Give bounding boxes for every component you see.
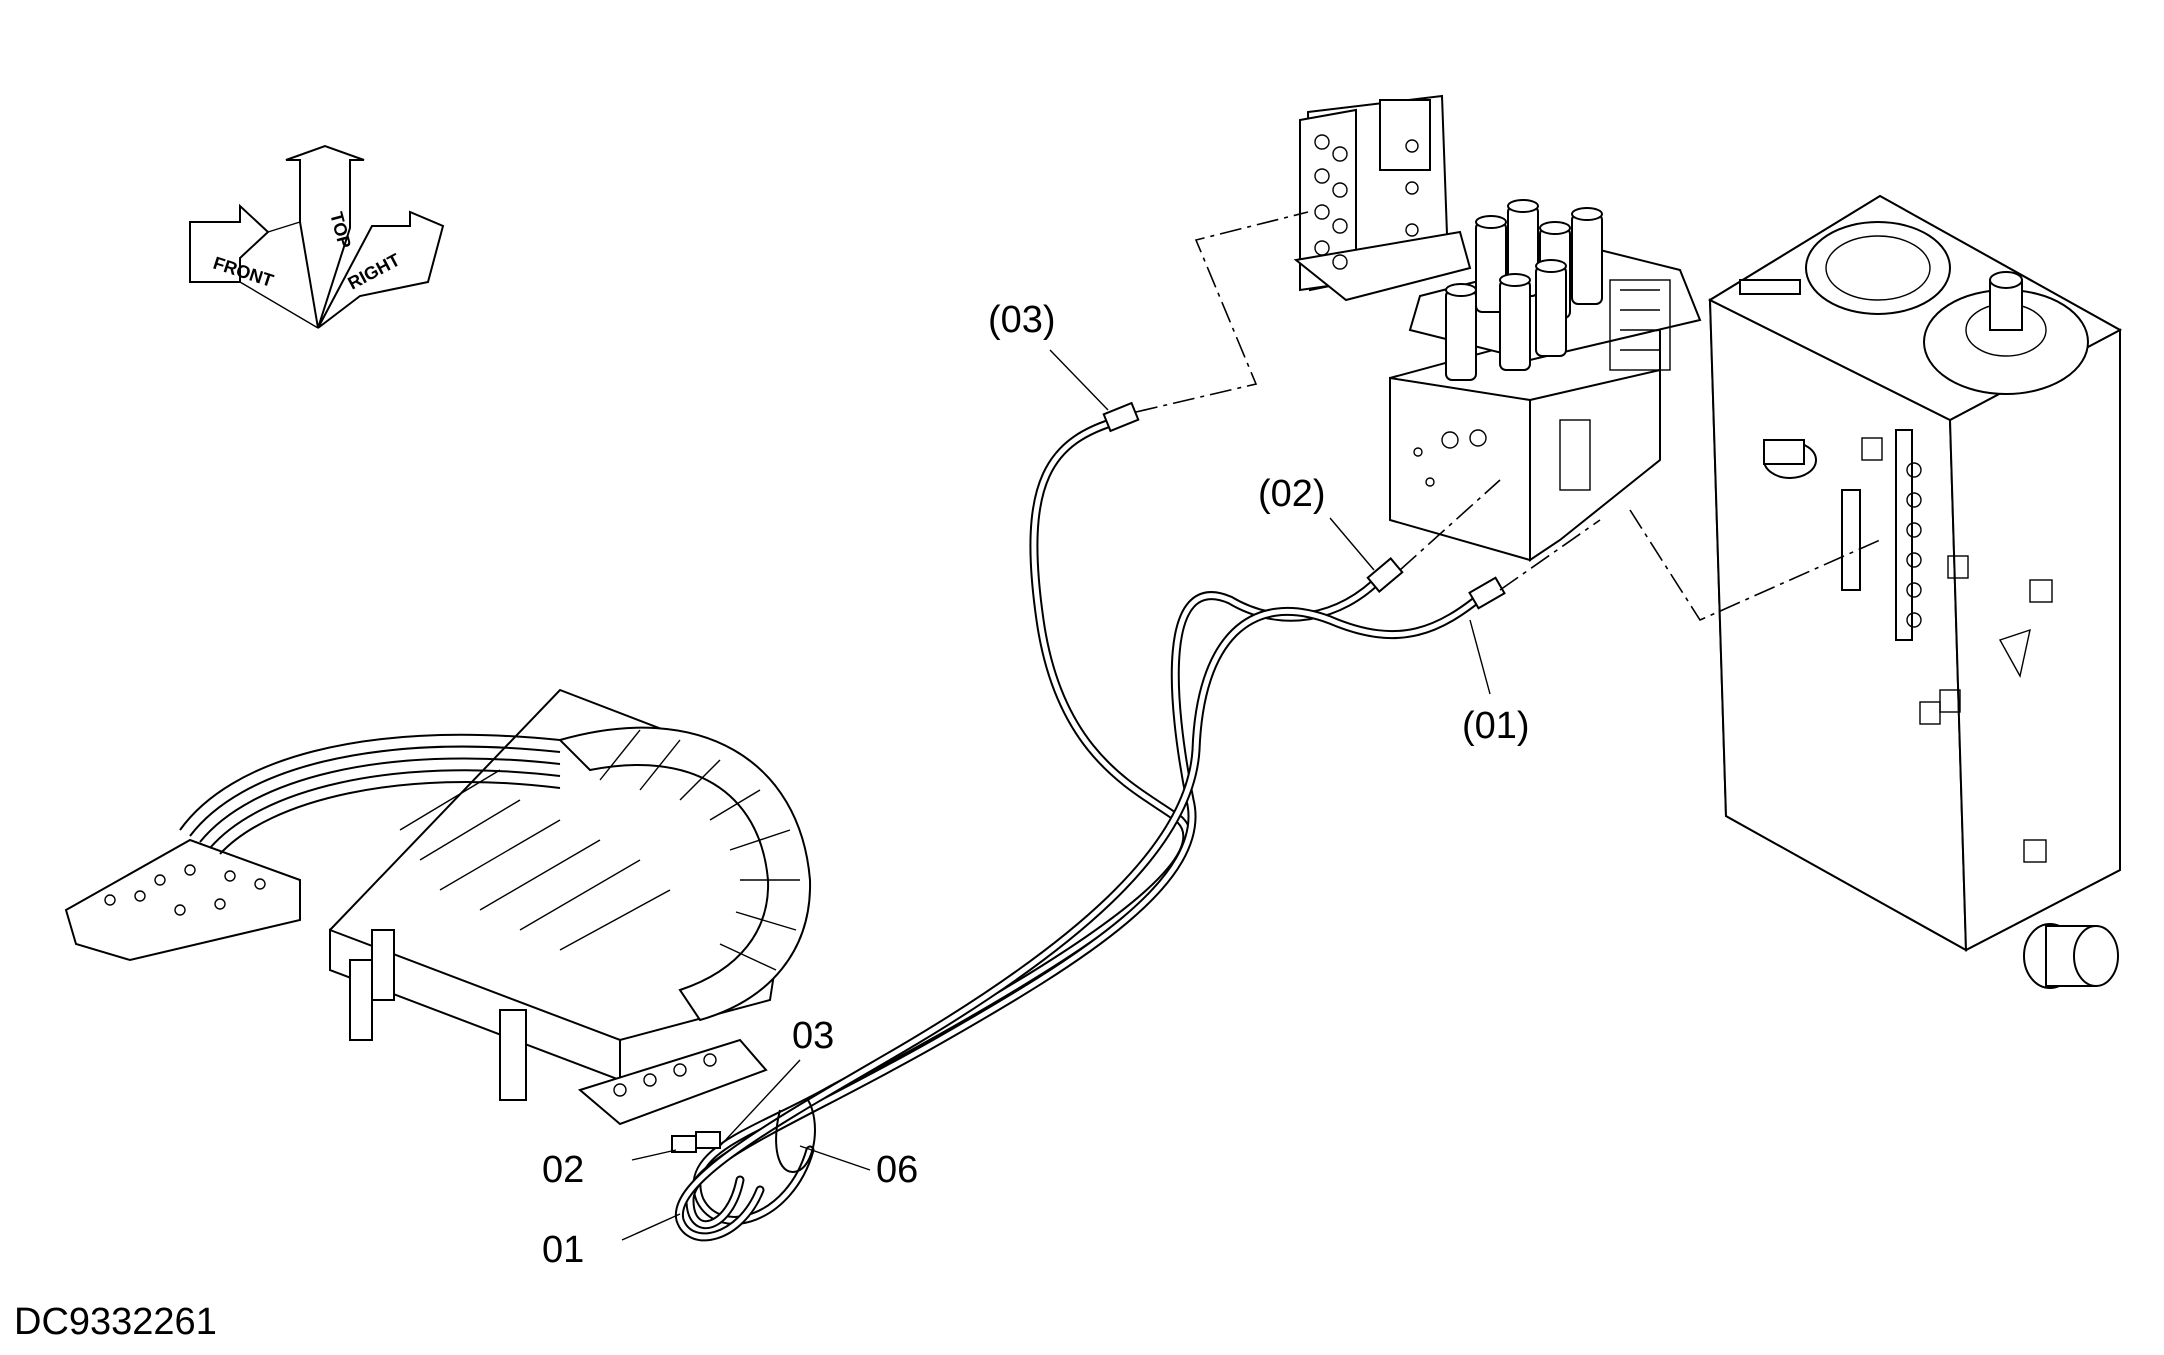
callout-hose-03: (03) [988, 299, 1056, 341]
callout-part-06: 06 [876, 1149, 918, 1191]
hose-02 [685, 557, 1404, 1230]
lower-fitting-bracket [577, 1038, 768, 1126]
top-arrow [285, 144, 365, 329]
left-mounting-bracket [64, 838, 301, 962]
hose-bundle-clamp [671, 1099, 816, 1173]
orientation-right-label: RIGHT [344, 250, 403, 294]
orientation-symbol: FRONT TOP RIGHT [189, 144, 445, 329]
callout-part-03: 03 [792, 1015, 834, 1057]
pilot-valve-block [1293, 94, 1472, 302]
front-arrow [189, 203, 270, 283]
callout-part-01: 01 [542, 1229, 584, 1271]
right-arrow [317, 210, 445, 329]
callout-hose-01: (01) [1462, 705, 1530, 747]
callout-hose-02: (02) [1258, 473, 1326, 515]
orientation-front-label: FRONT [211, 253, 276, 291]
cable-carrier-chain [558, 726, 812, 1022]
hydraulic-tank [1707, 194, 2123, 989]
connection-lines [1135, 211, 1881, 622]
main-control-valve [1389, 199, 1702, 562]
drawing-code: DC9332261 [14, 1301, 217, 1343]
hose-01 [674, 576, 1506, 1242]
callout-part-02: 02 [542, 1149, 584, 1191]
leader-lines [621, 349, 1491, 1241]
hose-03 [692, 401, 1192, 1225]
cable-carrier-assembly [64, 688, 812, 1126]
